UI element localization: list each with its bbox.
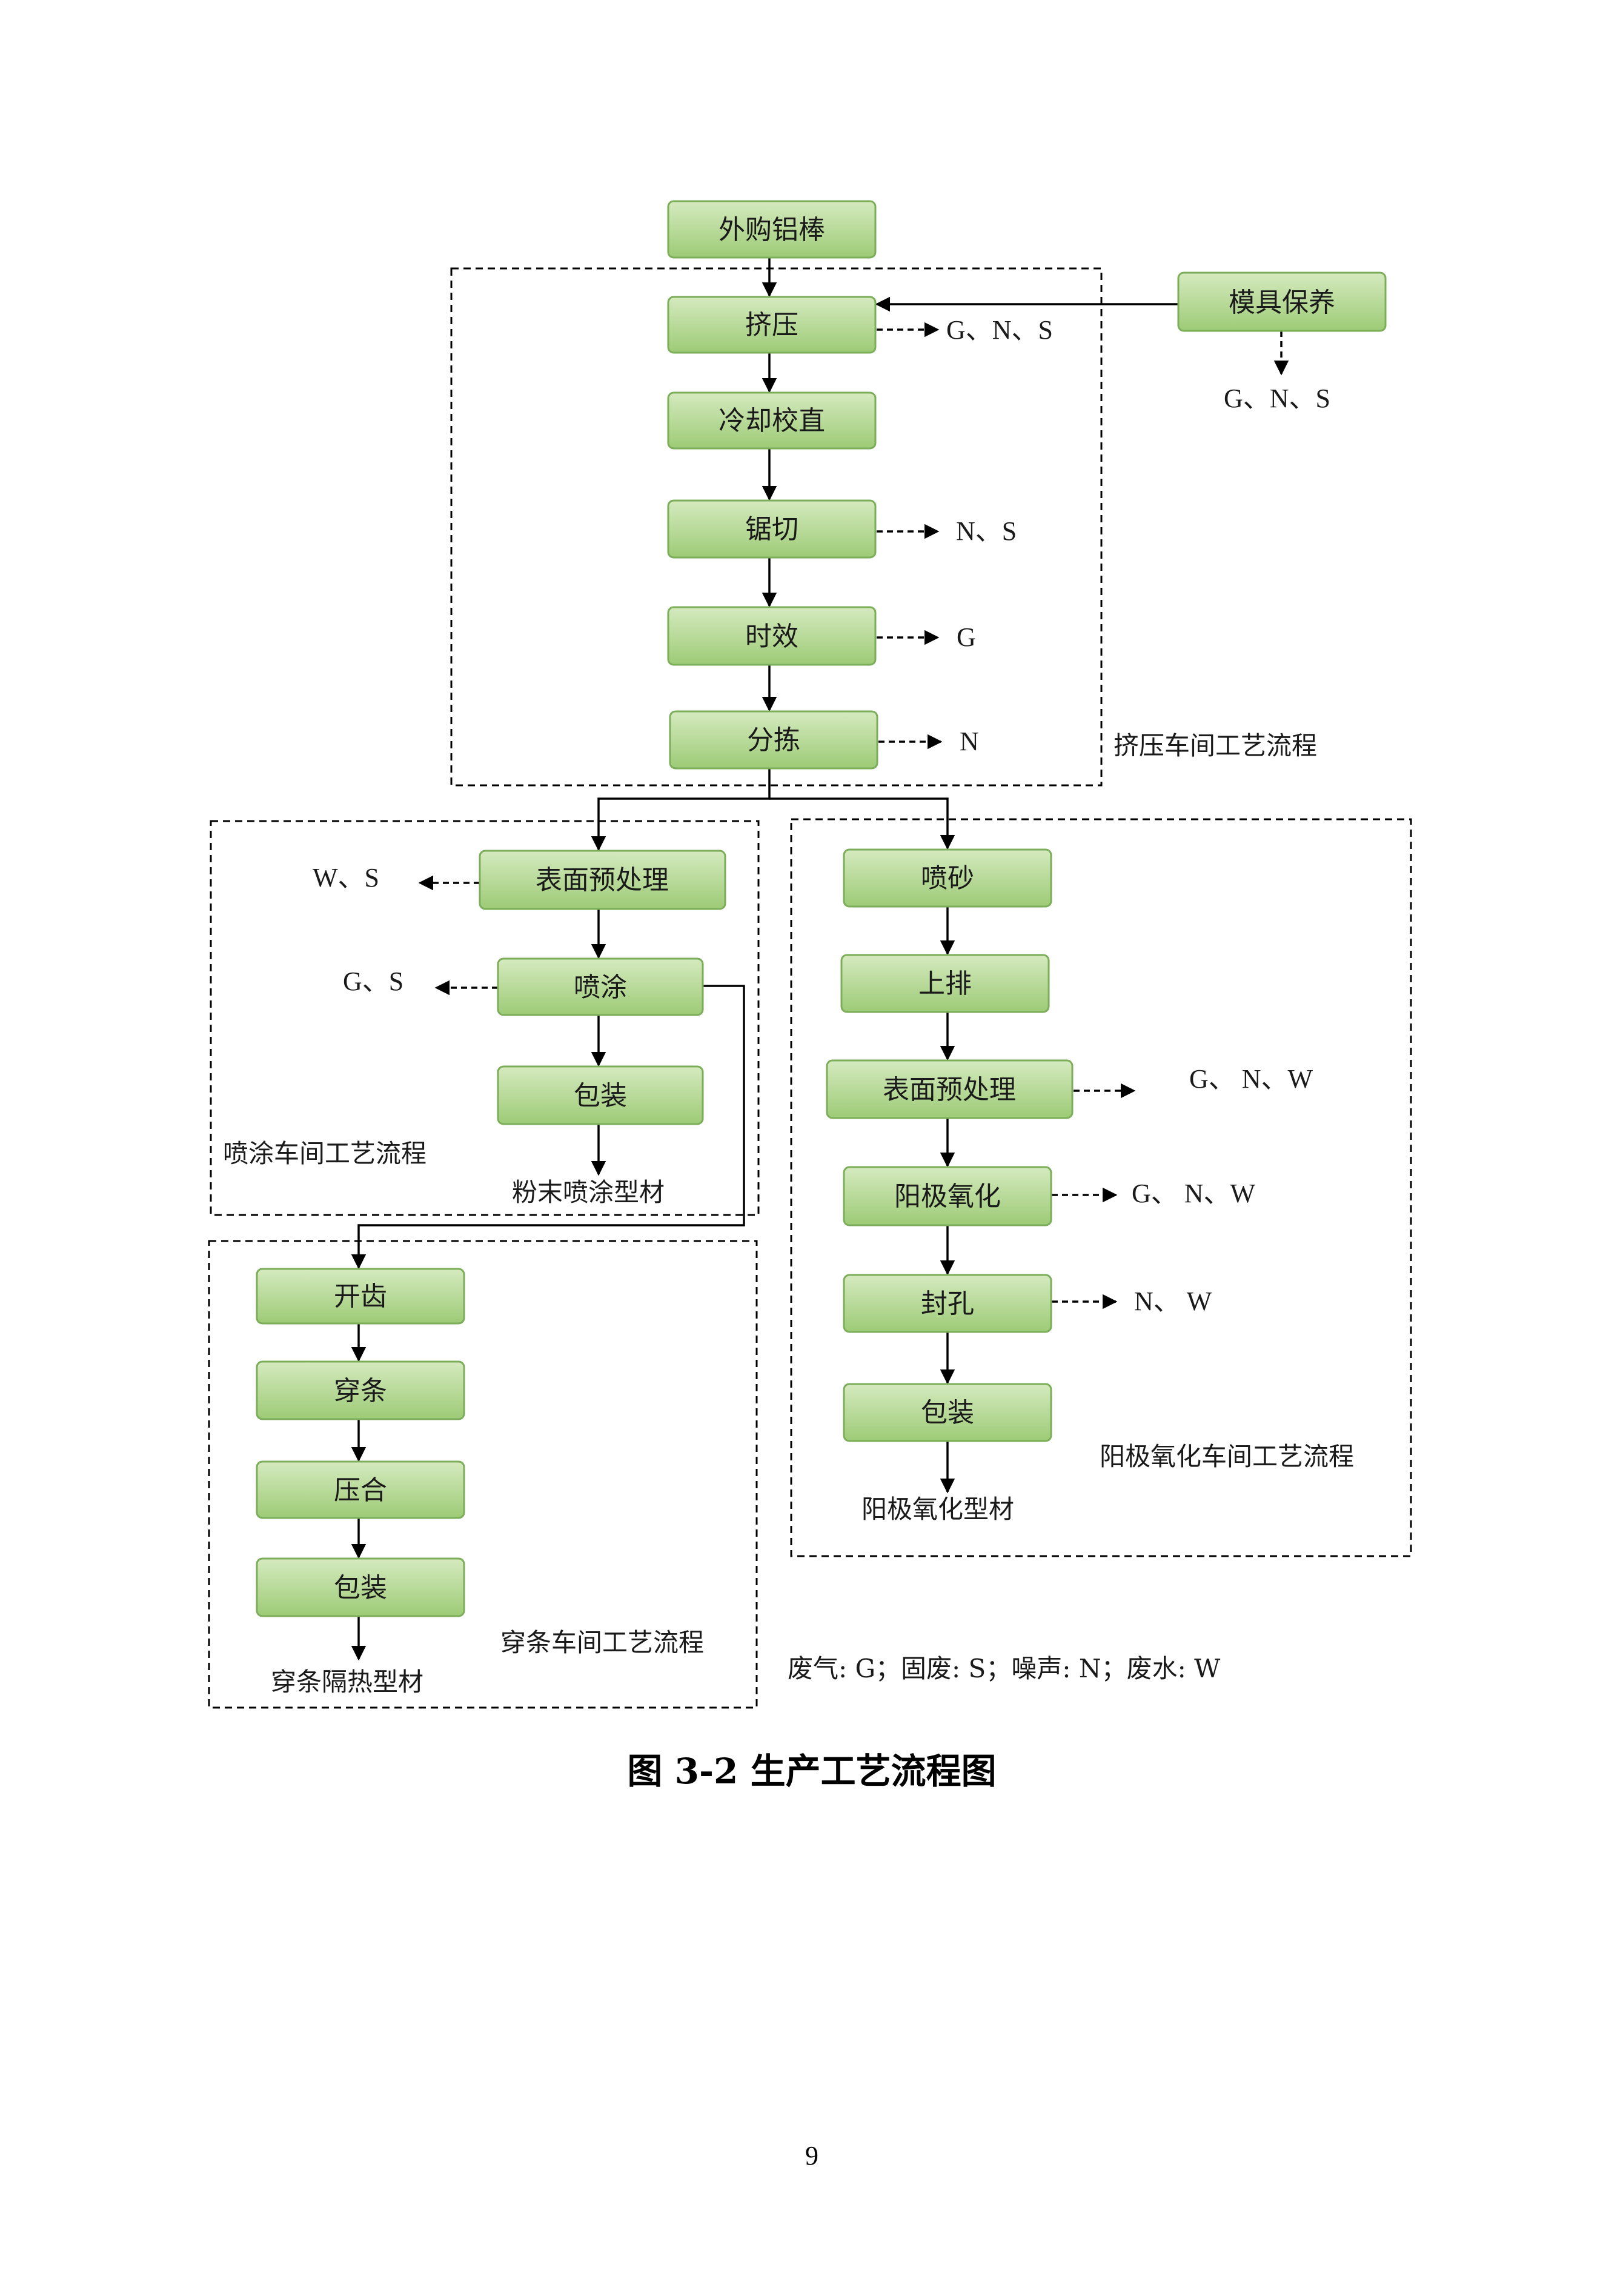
output-extrusion: G、N、S <box>946 315 1053 345</box>
output-aging: G <box>957 622 976 652</box>
svg-text:穿条: 穿条 <box>334 1376 387 1406</box>
node-extrusion: 挤压 <box>667 296 877 354</box>
output-spraying: G、S <box>343 967 403 996</box>
svg-text:包装: 包装 <box>921 1397 974 1428</box>
output-sawing: N、S <box>956 516 1017 546</box>
svg-text:挤压: 挤压 <box>745 310 798 341</box>
flow-connectors <box>351 258 1178 1661</box>
node-anodizing-packaging: 包装 <box>843 1383 1052 1442</box>
node-anodizing-pretreatment: 表面预处理 <box>826 1059 1074 1119</box>
svg-text:包装: 包装 <box>574 1080 627 1111</box>
product-thermal-break: 穿条隔热型材 <box>271 1667 423 1697</box>
svg-text:外购铝棒: 外购铝棒 <box>719 215 825 245</box>
node-sandblasting: 喷砂 <box>843 848 1052 908</box>
svg-text:喷砂: 喷砂 <box>921 863 974 894</box>
area-label-spraying: 喷涂车间工艺流程 <box>223 1139 426 1168</box>
node-spray-pretreatment: 表面预处理 <box>479 850 726 910</box>
svg-text:包装: 包装 <box>334 1572 387 1603</box>
node-sealing: 封孔 <box>843 1274 1052 1333</box>
node-mold-maintenance: 模具保养 <box>1177 271 1387 332</box>
figure-caption: 图 3-2 生产工艺流程图 <box>627 1751 996 1792</box>
output-anodizing: G、 N、W <box>1132 1179 1256 1208</box>
area-label-anodizing: 阳极氧化车间工艺流程 <box>1100 1442 1354 1471</box>
svg-text:压合: 压合 <box>334 1475 387 1506</box>
area-label-thermal: 穿条车间工艺流程 <box>500 1628 704 1657</box>
node-thermal-packaging: 包装 <box>256 1557 465 1617</box>
extrusion-workshop-region <box>450 267 1103 787</box>
svg-text:模具保养: 模具保养 <box>1229 287 1335 318</box>
svg-text:喷涂: 喷涂 <box>574 972 627 1003</box>
svg-text:表面预处理: 表面预处理 <box>536 865 669 896</box>
svg-text:时效: 时效 <box>745 621 798 652</box>
pollutant-arrows <box>418 322 1289 1309</box>
svg-text:分拣: 分拣 <box>747 725 800 756</box>
output-spray-pretreatment: W、S <box>313 863 379 893</box>
output-anodizing-pretreatment: G、 N、W <box>1189 1064 1313 1094</box>
svg-text:阳极氧化: 阳极氧化 <box>894 1181 1001 1212</box>
thermal-break-workshop-region <box>208 1240 758 1709</box>
node-anodizing: 阳极氧化 <box>843 1166 1052 1226</box>
area-label-extrusion: 挤压车间工艺流程 <box>1114 731 1317 760</box>
node-knurling: 开齿 <box>256 1268 465 1325</box>
node-sorting: 分拣 <box>669 710 878 770</box>
node-aluminum-rod: 外购铝棒 <box>667 200 877 259</box>
node-racking: 上排 <box>840 954 1050 1013</box>
page-number: 9 <box>805 2141 818 2171</box>
product-anodized: 阳极氧化型材 <box>861 1494 1014 1524</box>
node-cooling-straightening: 冷却校直 <box>667 391 877 450</box>
node-strip-threading: 穿条 <box>256 1360 465 1420</box>
spraying-workshop-region <box>210 820 760 1216</box>
output-sealing: N、 W <box>1134 1286 1212 1316</box>
node-spraying: 喷涂 <box>497 957 704 1016</box>
pollutant-legend: 废气: G；固废: S；噪声: N；废水: W <box>788 1654 1221 1683</box>
output-mold-maintenance: G、N、S <box>1224 384 1330 413</box>
anodizing-workshop-region <box>790 818 1412 1557</box>
svg-text:表面预处理: 表面预处理 <box>883 1074 1016 1105</box>
node-aging: 时效 <box>667 606 877 666</box>
svg-text:封孔: 封孔 <box>921 1288 974 1319</box>
node-sawing: 锯切 <box>667 499 877 559</box>
node-pressing: 压合 <box>256 1460 465 1519</box>
svg-text:开齿: 开齿 <box>334 1281 387 1312</box>
node-spray-packaging: 包装 <box>497 1065 704 1125</box>
svg-text:冷却校直: 冷却校直 <box>719 405 825 436</box>
product-powder-coated: 粉末喷涂型材 <box>512 1177 665 1207</box>
svg-text:上排: 上排 <box>918 968 972 999</box>
output-sorting: N <box>960 727 979 756</box>
svg-text:锯切: 锯切 <box>745 514 798 545</box>
